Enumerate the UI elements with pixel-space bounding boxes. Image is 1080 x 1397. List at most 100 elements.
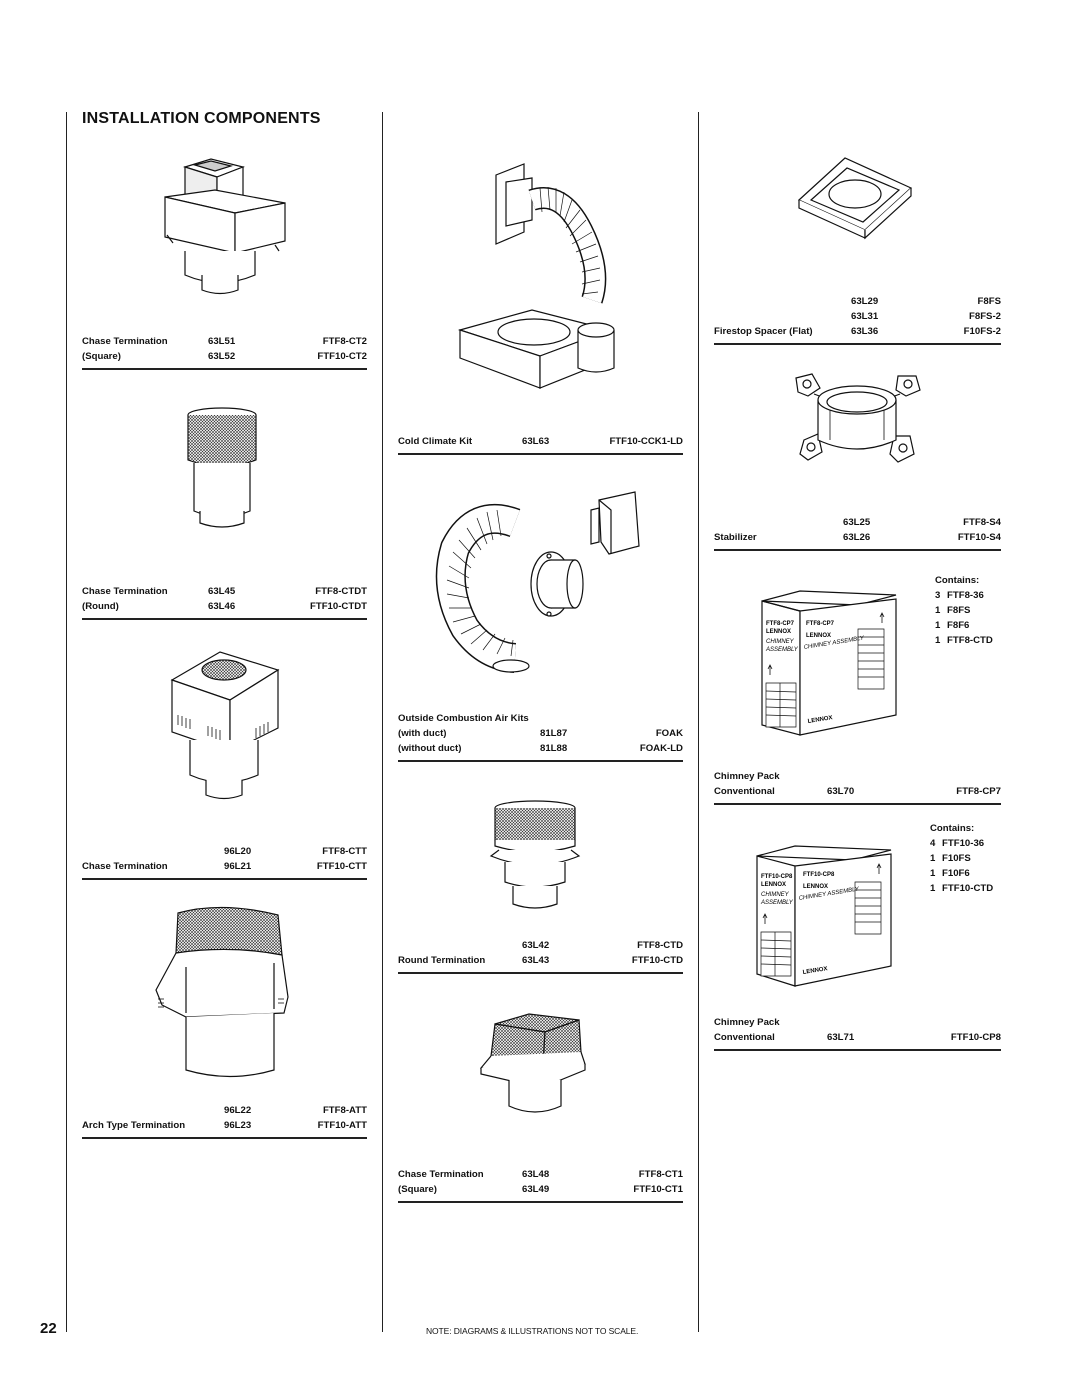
part-number: 96L21 bbox=[224, 861, 252, 872]
spec-rule bbox=[714, 803, 1001, 805]
spec-rule bbox=[82, 368, 367, 370]
item-heading: Outside Combustion Air Kits bbox=[398, 713, 529, 724]
item-name: Chimney Pack bbox=[714, 771, 780, 782]
model-number: F8FS bbox=[977, 296, 1001, 307]
column-divider-1 bbox=[66, 112, 67, 1332]
spec-rule bbox=[398, 972, 683, 974]
box-side-line2: ASSEMBLY bbox=[765, 647, 799, 653]
part-number: 63L25 bbox=[843, 517, 871, 528]
item-part: FTF10-CTD bbox=[942, 883, 994, 894]
model-number: FTF8-CTDT bbox=[315, 586, 367, 597]
box-brand-bottom: LENNOX bbox=[802, 966, 828, 976]
item-name: Chase Termination bbox=[82, 586, 168, 597]
scale-note: NOTE: DIAGRAMS & ILLUSTRATIONS NOT TO SC… bbox=[426, 1326, 639, 1336]
cold-climate-kit-illustration bbox=[452, 160, 622, 395]
part-number: 81L88 bbox=[540, 743, 568, 754]
contents-item: 1 F8FS bbox=[935, 605, 1010, 620]
part-number: 96L23 bbox=[224, 1120, 252, 1131]
item-part: F10F6 bbox=[942, 868, 970, 879]
chase-termination-round-illustration bbox=[180, 405, 265, 535]
spec-chase-termination-square: Chase Termination 63L51 FTF8-CT2 (Square… bbox=[82, 336, 367, 370]
spec-rule bbox=[398, 1201, 683, 1203]
part-number: 63L46 bbox=[208, 601, 236, 612]
part-number: 63L31 bbox=[851, 311, 879, 322]
spec-chase-termination-96: 96L20 FTF8-CTT Chase Termination 96L21 F… bbox=[82, 846, 367, 880]
spec-rule bbox=[82, 1137, 367, 1139]
model-number: FTF8-CP7 bbox=[956, 786, 1001, 797]
item-name: Stabilizer bbox=[714, 532, 757, 543]
part-number: 63L26 bbox=[843, 532, 871, 543]
arch-type-termination-illustration bbox=[150, 905, 295, 1080]
model-number: FTF8-CT1 bbox=[638, 1169, 683, 1180]
spec-rule bbox=[398, 760, 683, 762]
model-number: FTF10-CP8 bbox=[950, 1032, 1001, 1043]
spec-rule bbox=[82, 618, 367, 620]
spec-firestop-spacer: 63L29 F8FS 63L31 F8FS-2 Firestop Spacer … bbox=[714, 296, 1001, 345]
part-number: 63L36 bbox=[851, 326, 879, 337]
round-termination-illustration bbox=[485, 800, 585, 920]
spec-rule bbox=[714, 343, 1001, 345]
spec-chimney-pack-cp7: Chimney Pack Conventional 63L70 FTF8-CP7 bbox=[714, 771, 1001, 805]
model-number: FTF10-ATT bbox=[317, 1120, 367, 1131]
spec-chase-termination-square-2: Chase Termination 63L48 FTF8-CT1 (Square… bbox=[398, 1169, 683, 1203]
item-quantity: 1 bbox=[935, 620, 941, 631]
spec-rule bbox=[714, 1049, 1001, 1051]
spec-rule bbox=[82, 878, 367, 880]
item-name: Conventional bbox=[714, 786, 775, 797]
item-quantity: 1 bbox=[930, 883, 936, 894]
spec-chase-termination-round: Chase Termination 63L45 FTF8-CTDT (Round… bbox=[82, 586, 367, 620]
item-part: F8F6 bbox=[947, 620, 970, 631]
model-number: FTF10-CCK1-LD bbox=[609, 436, 683, 447]
item-name: Firestop Spacer (Flat) bbox=[714, 326, 813, 337]
item-name: (Square) bbox=[82, 351, 121, 362]
item-name: Chase Termination bbox=[82, 336, 168, 347]
part-number: 96L20 bbox=[224, 846, 252, 857]
item-name: Chase Termination bbox=[398, 1169, 484, 1180]
model-number: F8FS-2 bbox=[969, 311, 1001, 322]
item-name: Chimney Pack bbox=[714, 1017, 780, 1028]
part-number: 63L45 bbox=[208, 586, 236, 597]
model-number: FOAK-LD bbox=[639, 743, 683, 754]
part-number: 81L87 bbox=[540, 728, 568, 739]
spec-chimney-pack-cp8: Chimney Pack Conventional 63L71 FTF10-CP… bbox=[714, 1017, 1001, 1051]
item-name: (without duct) bbox=[398, 743, 462, 754]
box-code-front: FTF10-CP8 bbox=[803, 872, 835, 878]
item-quantity: 1 bbox=[935, 605, 941, 616]
item-name: (Square) bbox=[398, 1184, 437, 1195]
chimney-pack-cp7-box-illustration: FTF8-CP7 LENNOX CHIMNEY ASSEMBLY FTF8-CP… bbox=[760, 585, 900, 745]
item-name: (Round) bbox=[82, 601, 119, 612]
item-name: Round Termination bbox=[398, 955, 486, 966]
item-name: (with duct) bbox=[398, 728, 447, 739]
box-side-line1: CHIMNEY bbox=[761, 892, 790, 898]
part-number: 63L71 bbox=[827, 1032, 855, 1043]
contents-heading: Contains: bbox=[930, 823, 975, 834]
item-part: F8FS bbox=[947, 605, 971, 616]
firestop-spacer-illustration bbox=[795, 150, 915, 235]
model-number: FTF8-CTD bbox=[637, 940, 683, 951]
box-side-line1: CHIMNEY bbox=[766, 639, 795, 645]
item-name: Cold Climate Kit bbox=[398, 436, 473, 447]
item-quantity: 3 bbox=[935, 590, 941, 601]
model-number: FTF8-CT2 bbox=[322, 336, 367, 347]
item-name: Conventional bbox=[714, 1032, 775, 1043]
model-number: F10FS-2 bbox=[963, 326, 1001, 337]
box-brand-side: LENNOX bbox=[761, 882, 786, 888]
model-number: FTF10-CT1 bbox=[633, 1184, 683, 1195]
part-number: 63L52 bbox=[208, 351, 236, 362]
box-code-side: FTF10-CP8 bbox=[761, 874, 793, 880]
spec-rule bbox=[714, 549, 1001, 551]
model-number: FTF8-ATT bbox=[322, 1105, 367, 1116]
model-number: FOAK bbox=[655, 728, 683, 739]
spec-outside-air-kits: Outside Combustion Air Kits (with duct) … bbox=[398, 713, 683, 762]
contents-heading: Contains: bbox=[935, 575, 980, 586]
item-name: Arch Type Termination bbox=[82, 1120, 186, 1131]
contents-item: 1 FTF10-CTD bbox=[930, 883, 1010, 898]
spec-cold-climate-kit: Cold Climate Kit 63L63 FTF10-CCK1-LD bbox=[398, 436, 683, 455]
page-title: INSTALLATION COMPONENTS bbox=[82, 110, 321, 127]
part-number: 63L48 bbox=[522, 1169, 550, 1180]
